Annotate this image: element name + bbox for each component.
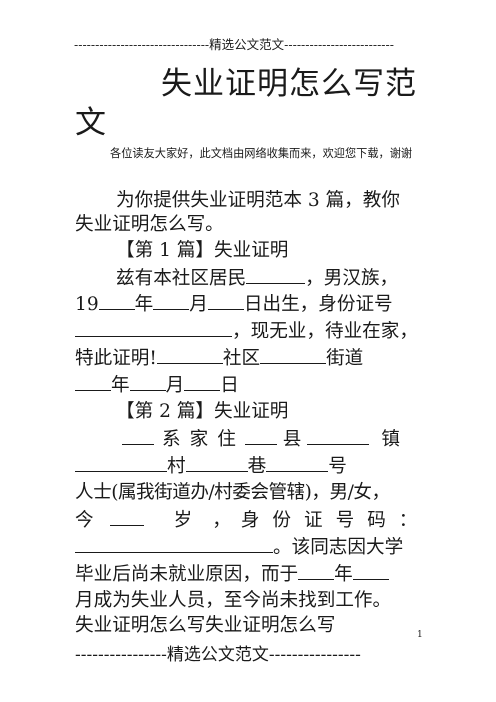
text-run: 身份证号码：: [240, 510, 431, 531]
fill-blank-line: [260, 346, 327, 364]
section-2-heading: 【第 2 篇】失业证明: [116, 401, 289, 422]
text-run: 岁: [173, 510, 193, 531]
fill-blank-line: [129, 373, 166, 391]
fill-blank-line: [184, 373, 221, 391]
fill-blank-line: [75, 373, 111, 391]
section-2-line-2: 村巷号: [75, 454, 347, 479]
page-header: --------------------------------精选公文范文--…: [74, 37, 394, 52]
fill-blank-line: [122, 427, 154, 445]
page-footer: ----------------精选公文范文----------------: [75, 645, 361, 665]
fill-blank-line: [266, 454, 329, 472]
fill-blank-line: [75, 454, 167, 472]
text-run: 年: [111, 375, 130, 396]
section-2-line-4: 今 岁 ， 身份证号码：: [75, 508, 430, 533]
text-run: 号: [328, 456, 347, 477]
fill-blank-line: [298, 562, 335, 580]
fill-blank-line: [153, 292, 190, 310]
page-number: 1: [417, 630, 423, 640]
text-run: 月: [165, 375, 185, 396]
text-run: 日出生，身份证号: [243, 294, 393, 315]
section-1-line-1: 兹有本社区居民 ，男汉族，: [116, 266, 398, 291]
fill-blank-line: [352, 562, 389, 580]
fill-blank-line: [246, 266, 306, 284]
fill-blank-line: [75, 319, 232, 337]
fill-blank-line: [207, 292, 244, 310]
section-1-line-4: 特此证明! 社区 街道: [75, 346, 363, 371]
section-2-line-3: 人士(属我街道办/村委会管辖)，男/女，: [75, 482, 390, 503]
fill-blank-line: [307, 427, 370, 445]
text-run: 兹有本社区居民: [116, 268, 247, 289]
section-2-line-7: 月成为失业人员，至今尚未找到工作。: [75, 590, 392, 611]
text-run: 年: [134, 294, 154, 315]
subtitle-note: 各位读友大家好，此文档由网络收集而来，欢迎您下载，谢谢: [110, 147, 413, 160]
fill-blank-line: [156, 346, 223, 364]
section-1-line-2: 19 年 月 日出生，身份证号: [75, 292, 393, 317]
section-1-heading: 【第 1 篇】失业证明: [116, 240, 289, 261]
intro-line-1: 为你提供失业证明范本 3 篇，教你: [116, 190, 400, 211]
fill-blank-line: [185, 454, 248, 472]
section-1-line-3: ，现无业，待业在家，: [75, 319, 418, 344]
section-1-line-5: 年月日: [75, 373, 239, 398]
fill-blank-line: [244, 427, 277, 445]
section-2-line-6: 毕业后尚未就业原因，而于 年: [75, 562, 389, 587]
text-run: 村: [167, 456, 186, 477]
intro-line-2: 失业证明怎么写。: [75, 214, 224, 235]
title-line-2: 文: [75, 105, 107, 141]
section-2-line-8: 失业证明怎么写失业证明怎么写: [75, 615, 336, 636]
text-run: ，现无业，待业在家，: [232, 321, 418, 342]
text-run: 系家住: [162, 429, 245, 450]
text-run: 19: [75, 294, 99, 315]
text-run: 。该同志因大学: [273, 537, 404, 558]
text-run: 今: [75, 510, 94, 531]
text-run: 特此证明!: [75, 348, 157, 369]
text-run: 社区: [222, 348, 261, 369]
text-run: 县: [282, 429, 302, 450]
text-run: 巷: [247, 456, 267, 477]
fill-blank-line: [98, 292, 135, 310]
text-run: 毕业后尚未就业原因，而于: [75, 564, 299, 585]
fill-blank-line: [75, 535, 273, 553]
section-2-line-5: 。该同志因大学: [75, 535, 403, 560]
text-run: 镇: [381, 429, 401, 450]
fill-blank-line: [109, 508, 144, 526]
text-run: 日: [220, 375, 239, 396]
text-run: ，: [212, 510, 231, 531]
section-2-line-1: 系家住 县 镇: [122, 427, 400, 452]
text-run: ，男汉族，: [305, 268, 399, 289]
text-run: 月: [189, 294, 208, 315]
title-line-1: 失业证明怎么写范: [161, 66, 417, 102]
text-run: 年: [334, 564, 353, 585]
text-run: 街道: [326, 348, 364, 369]
